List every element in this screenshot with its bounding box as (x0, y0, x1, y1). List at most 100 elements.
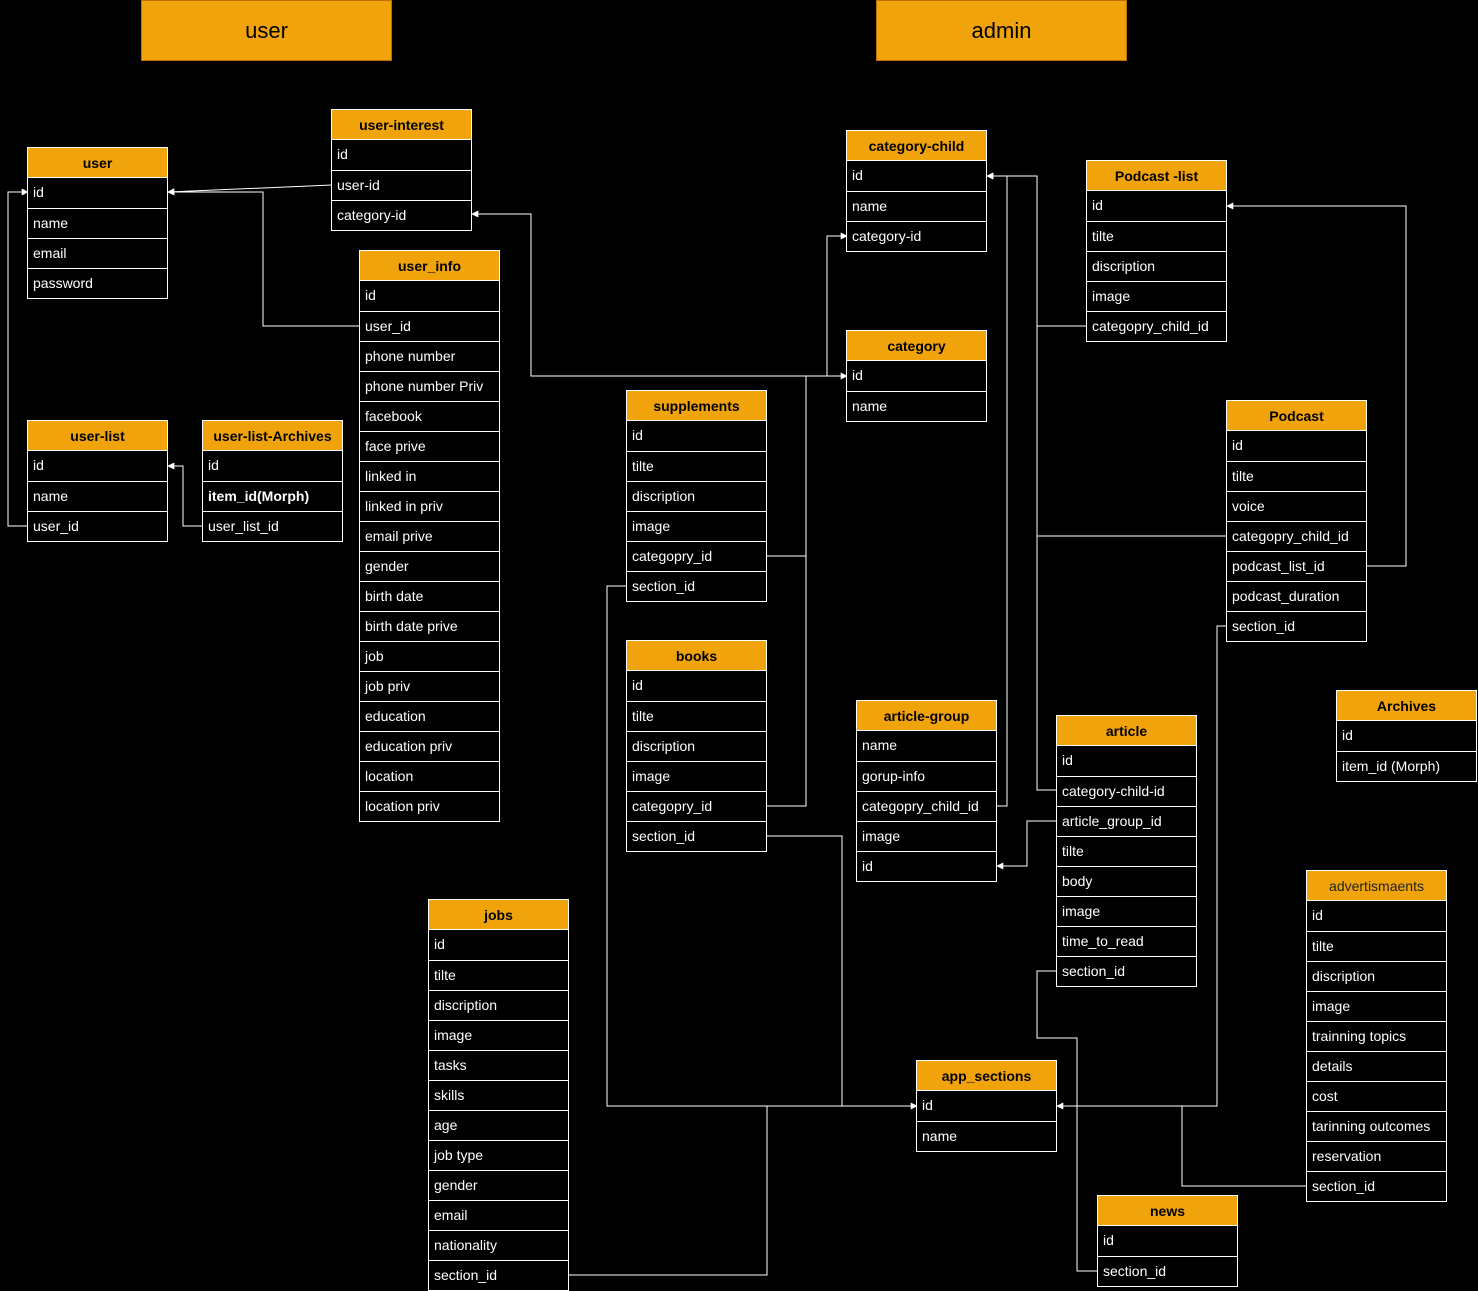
table-field[interactable]: item_id (Morph) (1337, 751, 1476, 781)
table-field[interactable]: linked in priv (360, 491, 499, 521)
table-field[interactable]: id (857, 851, 996, 881)
table-field[interactable]: tarinning outcomes (1307, 1111, 1446, 1141)
table-field[interactable]: section_id (1307, 1171, 1446, 1201)
table-field[interactable]: id (1312, 907, 1323, 923)
table-field[interactable]: id (208, 457, 219, 473)
table-field[interactable]: body (1057, 866, 1196, 896)
table-field[interactable]: podcast_list_id (1227, 551, 1366, 581)
table-field[interactable]: id (632, 677, 643, 693)
table-field[interactable]: section_id (1098, 1256, 1237, 1286)
table-field[interactable]: location (360, 761, 499, 791)
table-field[interactable]: id (33, 184, 44, 200)
table-field[interactable]: tasks (429, 1050, 568, 1080)
table-field[interactable]: tilte (1227, 461, 1366, 491)
table-field[interactable]: education priv (360, 731, 499, 761)
table-field[interactable]: voice (1227, 491, 1366, 521)
table-field[interactable]: reservation (1307, 1141, 1446, 1171)
table-field[interactable]: nationality (429, 1230, 568, 1260)
table-field[interactable]: trainning topics (1307, 1021, 1446, 1051)
table-field[interactable]: age (429, 1110, 568, 1140)
table-field[interactable]: time_to_read (1057, 926, 1196, 956)
table-field[interactable]: job priv (360, 671, 499, 701)
table-field[interactable]: section_id (1227, 611, 1366, 641)
table-field[interactable]: image (857, 821, 996, 851)
table-field[interactable]: location priv (360, 791, 499, 821)
table-field[interactable]: tilte (627, 451, 766, 481)
table-field[interactable]: id (922, 1097, 933, 1113)
table-field[interactable]: face prive (360, 431, 499, 461)
table-field[interactable]: user-id (332, 170, 471, 200)
table-field[interactable]: category-id (847, 221, 986, 251)
table-field[interactable]: name (847, 391, 986, 421)
table-field[interactable]: birth date prive (360, 611, 499, 641)
table-field[interactable]: item_id(Morph) (203, 481, 342, 511)
table-field[interactable]: name (862, 737, 898, 753)
table-field[interactable]: section_id (429, 1260, 568, 1290)
table-field[interactable]: linked in (360, 461, 499, 491)
table-field[interactable]: id (1092, 197, 1103, 213)
table-field[interactable]: user_id (360, 311, 499, 341)
table-field[interactable]: birth date (360, 581, 499, 611)
table-field[interactable]: tilte (429, 960, 568, 990)
table-field[interactable]: password (28, 268, 167, 298)
table-field[interactable]: tilte (627, 701, 766, 731)
table-field[interactable]: details (1307, 1051, 1446, 1081)
table-field[interactable]: tilte (1057, 836, 1196, 866)
table-field[interactable]: cost (1307, 1081, 1446, 1111)
table-field[interactable]: image (1057, 896, 1196, 926)
table-field[interactable]: article_group_id (1057, 806, 1196, 836)
table-field[interactable]: name (847, 191, 986, 221)
table-field[interactable]: section_id (1057, 956, 1196, 986)
table-field[interactable]: image (1087, 281, 1226, 311)
table-field[interactable]: image (627, 511, 766, 541)
table-field[interactable]: name (28, 208, 167, 238)
table-field[interactable]: gender (429, 1170, 568, 1200)
table-field[interactable]: category-child-id (1057, 776, 1196, 806)
table-field[interactable]: id (337, 146, 348, 162)
table-field[interactable]: job type (429, 1140, 568, 1170)
table-field[interactable]: category-id (332, 200, 471, 230)
table-field[interactable]: podcast_duration (1227, 581, 1366, 611)
table-field[interactable]: id (365, 287, 376, 303)
table-field[interactable]: id (33, 457, 44, 473)
table-field[interactable]: education (360, 701, 499, 731)
table-field[interactable]: discription (429, 990, 568, 1020)
table-field[interactable]: phone number (360, 341, 499, 371)
table-field[interactable]: name (28, 481, 167, 511)
table-field[interactable]: section_id (627, 821, 766, 851)
table-field[interactable]: tilte (1087, 221, 1226, 251)
table-field[interactable]: user_id (28, 511, 167, 541)
table-field[interactable]: categopry_child_id (857, 791, 996, 821)
table-field[interactable]: discription (1087, 251, 1226, 281)
table-field[interactable]: categopry_child_id (1227, 521, 1366, 551)
table-field[interactable]: id (434, 936, 445, 952)
table-field[interactable]: phone number Priv (360, 371, 499, 401)
table-field[interactable]: image (627, 761, 766, 791)
table-field[interactable]: gender (360, 551, 499, 581)
table-field[interactable]: id (852, 367, 863, 383)
table-field[interactable]: email (429, 1200, 568, 1230)
table-field[interactable]: tilte (1307, 931, 1446, 961)
table-field[interactable]: categopry_id (627, 791, 766, 821)
table-field[interactable]: discription (627, 731, 766, 761)
table-field[interactable]: id (632, 427, 643, 443)
table-field[interactable]: id (1232, 437, 1243, 453)
table-field[interactable]: facebook (360, 401, 499, 431)
table-field[interactable]: skills (429, 1080, 568, 1110)
table-field[interactable]: email prive (360, 521, 499, 551)
